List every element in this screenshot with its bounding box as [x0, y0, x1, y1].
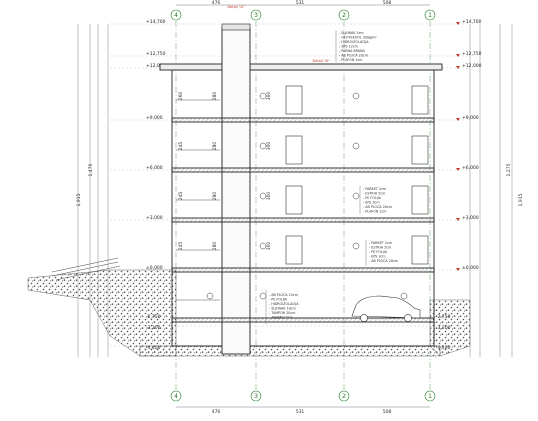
right-inner-total: 1,275	[506, 163, 512, 176]
stairs	[176, 99, 220, 301]
note-line: - PARKET 2cm	[363, 187, 386, 191]
height-label: 280	[212, 192, 218, 201]
note-line: - HIDROIZOLACIJA	[269, 302, 299, 306]
note-line: - PLAFON 1cm	[339, 58, 363, 62]
note-line: - ZBIJENO TLO	[269, 316, 293, 320]
span-dim-2-bottom: 531	[296, 409, 305, 415]
callout-circles	[206, 92, 408, 300]
axis-bubble-3-bottom: 3	[250, 390, 262, 402]
span-dim-1-bottom: 476	[212, 409, 221, 415]
floor-notes-lower: - PARKET 2cm - ESTRIH 5cm - PE FOLIJA - …	[365, 240, 398, 266]
car-icon	[351, 295, 421, 322]
level-label: ±0,000	[462, 265, 479, 271]
level-label: ±0,000	[146, 265, 163, 271]
note-line: - ŠLJUNAK 10cm	[269, 306, 296, 311]
span-dim-1: 476	[212, 0, 221, 6]
note-line: - HIDROIZOLACIJA	[339, 40, 369, 44]
note-line: - AB PLOČA 20cm	[339, 53, 368, 58]
level-label: +14,700	[146, 19, 166, 25]
right-outer-total: 1,915	[518, 193, 524, 206]
level-label: +6,000	[462, 165, 479, 171]
axis-label: 3	[254, 12, 258, 19]
note-line: - PE FOLIJA	[269, 298, 288, 302]
height-label: 280	[212, 242, 218, 251]
level-label: +9,000	[462, 115, 479, 121]
level-markers	[456, 22, 460, 271]
axis-label: 4	[174, 393, 178, 400]
note-line: - PARNA BRANA	[339, 49, 365, 53]
note-line: - EPS 3cm	[369, 255, 386, 259]
note-line: - XPS 12cm	[339, 45, 358, 49]
height-label: 300	[266, 142, 272, 151]
note-line: - PE FOLIJA	[363, 196, 382, 200]
axis-bubble-2-bottom: 2	[338, 390, 350, 402]
bottom-axis-row: 4 3 2 1 476 531 508	[170, 390, 436, 415]
span-dim-3: 508	[383, 0, 392, 6]
building-section	[159, 27, 443, 355]
floor-notes: - PARKET 2cm - ESTRIH 5cm - PE FOLIJA - …	[359, 186, 392, 214]
terrain-right	[429, 299, 471, 357]
foundation-gravel	[139, 345, 441, 357]
height-label: 260	[178, 92, 184, 101]
axis-label: 4	[174, 12, 178, 19]
height-label: 280	[212, 92, 218, 101]
axis-lines	[175, 21, 431, 390]
detail-label-top: Detalj "A"	[227, 5, 244, 9]
note-line: - EPS 3cm	[363, 201, 380, 205]
left-inner-total: 1,470	[88, 163, 94, 176]
level-label: +14,700	[462, 19, 482, 25]
level-label: +12,000	[146, 63, 166, 69]
axis-bubble-2-top: 2	[338, 9, 350, 21]
height-label: 245	[178, 242, 184, 251]
note-line: - TAMPON 20cm	[269, 311, 295, 315]
note-line: - ESTRIH 5cm	[363, 192, 385, 196]
axis-label: 1	[428, 12, 432, 19]
windows	[285, 85, 429, 265]
span-dim-2: 531	[296, 0, 305, 6]
note-line: - PE FOLIJA	[369, 250, 388, 254]
height-label: 280	[212, 142, 218, 151]
axis-bubble-1-top: 1	[424, 9, 436, 21]
axis-label: 2	[342, 12, 346, 19]
axis-bubble-3-top: 3	[250, 9, 262, 21]
axis-label: 3	[254, 393, 258, 400]
level-label: +12,000	[462, 63, 482, 69]
note-line: - PARKET 2cm	[369, 241, 392, 245]
room-heights: 260 245 245 245 300 300 300 300 280 280 …	[178, 92, 272, 251]
note-line: - ESTRIH 5cm	[369, 246, 391, 250]
level-label: +12,750	[462, 51, 482, 57]
level-label: +9,000	[146, 115, 163, 121]
level-label: +12,750	[146, 51, 166, 57]
roof-notes: - ŠLJUNAK 5cm - GEOTEKSTIL 300g/m² - HID…	[335, 30, 377, 62]
axis-label: 2	[342, 393, 346, 400]
axis-bubble-1-bottom: 1	[424, 390, 436, 402]
note-line: - ŠLJUNAK 5cm	[339, 30, 364, 35]
note-line: - AB PLOČA 20cm	[369, 258, 398, 263]
note-line: - AB PLOČA 20cm	[363, 204, 392, 209]
note-line: - GEOTEKSTIL 300g/m²	[339, 36, 377, 40]
axis-bubble-4-bottom: 4	[170, 390, 182, 402]
top-axis-row: 4 3 2 1 476 531 508	[170, 0, 436, 21]
note-line: - AB PLOČA 15cm	[269, 292, 298, 297]
detail-label-roof: Detalj "B"	[312, 59, 329, 63]
note-line: - PLAFON 1cm	[363, 210, 387, 214]
basement-notes: - AB PLOČA 15cm - PE FOLIJA - HIDROIZOLA…	[265, 290, 299, 324]
height-label: 245	[178, 192, 184, 201]
right-dimension-chain	[469, 24, 513, 357]
axis-bubble-4-top: 4	[170, 9, 182, 21]
left-outer-total: 1,915	[76, 193, 82, 206]
span-dim-3-bottom: 508	[383, 409, 392, 415]
axis-label: 1	[428, 393, 432, 400]
shaft-top-slab	[221, 23, 251, 31]
level-label: +6,000	[146, 165, 163, 171]
height-label: 300	[266, 192, 272, 201]
level-label: +3,000	[462, 215, 479, 221]
height-label: 245	[178, 142, 184, 151]
terrain-left	[27, 257, 177, 357]
height-label: 300	[266, 92, 272, 101]
height-label: 300	[266, 242, 272, 251]
level-label: +3,000	[146, 215, 163, 221]
